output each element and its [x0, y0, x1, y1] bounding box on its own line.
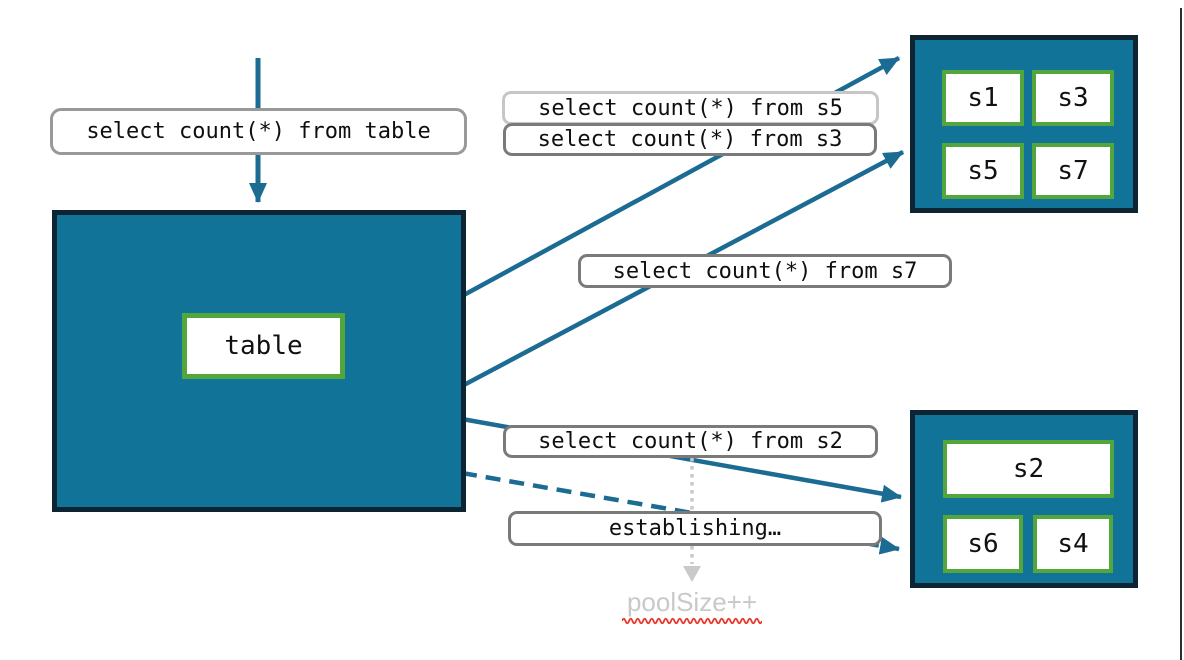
- shard-s1-label: s1: [967, 83, 999, 113]
- query-label-s2: select count(*) from s2: [503, 425, 878, 458]
- shard-s5: s5: [942, 143, 1024, 199]
- shard-s1: s1: [942, 70, 1024, 126]
- query-label-s7-text: select count(*) from s7: [612, 258, 918, 284]
- shard-group-top: s1 s3 s5 s7: [910, 35, 1138, 213]
- shard-s5-label: s5: [967, 156, 999, 186]
- status-label-establishing: establishing…: [508, 511, 882, 546]
- shard-group-bottom: s2 s6 s4: [910, 410, 1138, 588]
- shard-s7: s7: [1032, 143, 1114, 199]
- shard-s3-label: s3: [1057, 83, 1089, 113]
- shard-s6-label: s6: [967, 529, 999, 559]
- query-label-s2-text: select count(*) from s2: [538, 429, 843, 454]
- shard-s3: s3: [1032, 70, 1114, 126]
- shard-s2: s2: [943, 440, 1114, 498]
- status-label-establishing-text: establishing…: [608, 516, 782, 541]
- query-label-s5: select count(*) from s5: [502, 91, 879, 125]
- shard-s2-label: s2: [1012, 454, 1045, 484]
- table-container-box: table: [52, 210, 466, 512]
- table-node: table: [182, 313, 345, 379]
- query-label-s3: select count(*) from s3: [503, 123, 877, 156]
- query-label-s5-text: select count(*) from s5: [538, 95, 843, 121]
- query-label-s3-text: select count(*) from s3: [537, 127, 843, 152]
- pool-size-text: poolSize++: [626, 587, 758, 617]
- table-node-label: table: [224, 331, 303, 361]
- query-label-table-text: select count(*) from table: [86, 119, 431, 144]
- spellcheck-squiggle: [622, 617, 762, 625]
- query-label-table: select count(*) from table: [50, 108, 467, 155]
- query-label-s7: select count(*) from s7: [578, 254, 952, 288]
- poolsize-arrowhead: [683, 566, 701, 582]
- shard-s6: s6: [943, 515, 1023, 573]
- slide-edge-line: [1180, 8, 1182, 660]
- shard-s4: s4: [1033, 515, 1113, 573]
- shard-s4-label: s4: [1057, 529, 1089, 559]
- shard-s7-label: s7: [1057, 156, 1089, 186]
